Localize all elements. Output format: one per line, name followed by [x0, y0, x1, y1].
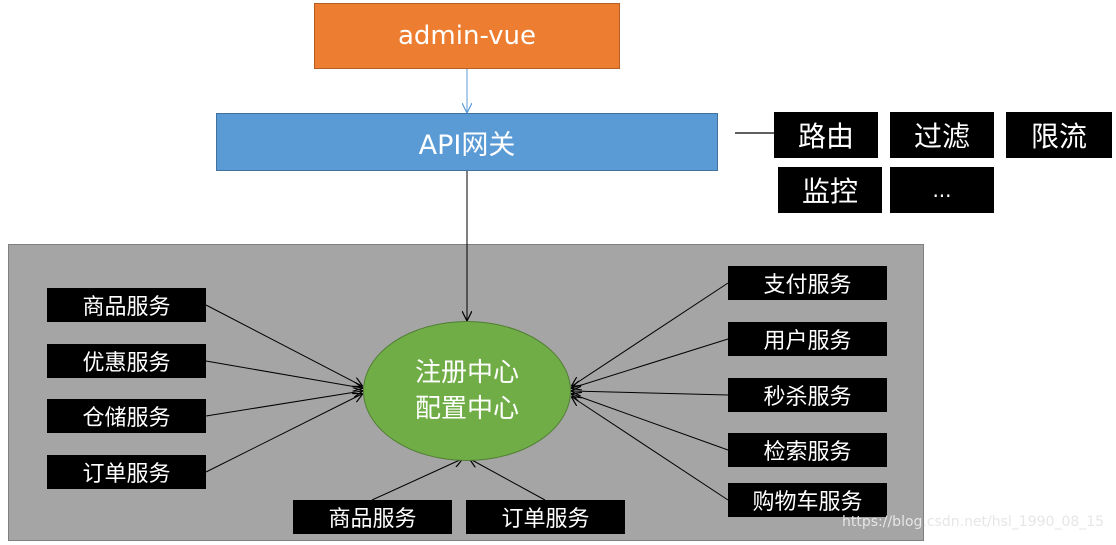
- watermark-text: https://blog.csdn.net/hsl_1990_08_15: [842, 514, 1105, 530]
- right-service-4: 检索服务: [728, 433, 887, 467]
- registry-config-center: 注册中心 配置中心: [363, 321, 571, 461]
- gateway-feature-routing: 路由: [774, 112, 878, 158]
- bottom-service-1: 商品服务: [293, 500, 452, 534]
- left-service-2: 优惠服务: [47, 344, 206, 378]
- left-service-3: 仓储服务: [47, 399, 206, 433]
- gateway-feature-filtering: 过滤: [890, 112, 994, 158]
- admin-vue-box: admin-vue: [314, 3, 620, 69]
- gateway-feature-monitoring: 监控: [778, 167, 882, 213]
- config-center-label: 配置中心: [414, 394, 519, 424]
- left-service-1: 商品服务: [47, 288, 206, 322]
- registry-center-label: 注册中心: [414, 358, 519, 388]
- gateway-feature-rate-limiting: 限流: [1006, 112, 1112, 158]
- right-service-5: 购物车服务: [728, 483, 887, 517]
- right-service-1: 支付服务: [728, 266, 887, 300]
- right-service-2: 用户服务: [728, 322, 887, 356]
- left-service-4: 订单服务: [47, 455, 206, 489]
- api-gateway-box: API网关: [216, 113, 718, 171]
- admin-vue-label: admin-vue: [397, 21, 536, 51]
- right-service-3: 秒杀服务: [728, 378, 887, 412]
- api-gateway-label: API网关: [418, 129, 516, 161]
- bottom-service-2: 订单服务: [466, 500, 625, 534]
- gateway-feature-more: ...: [890, 167, 994, 213]
